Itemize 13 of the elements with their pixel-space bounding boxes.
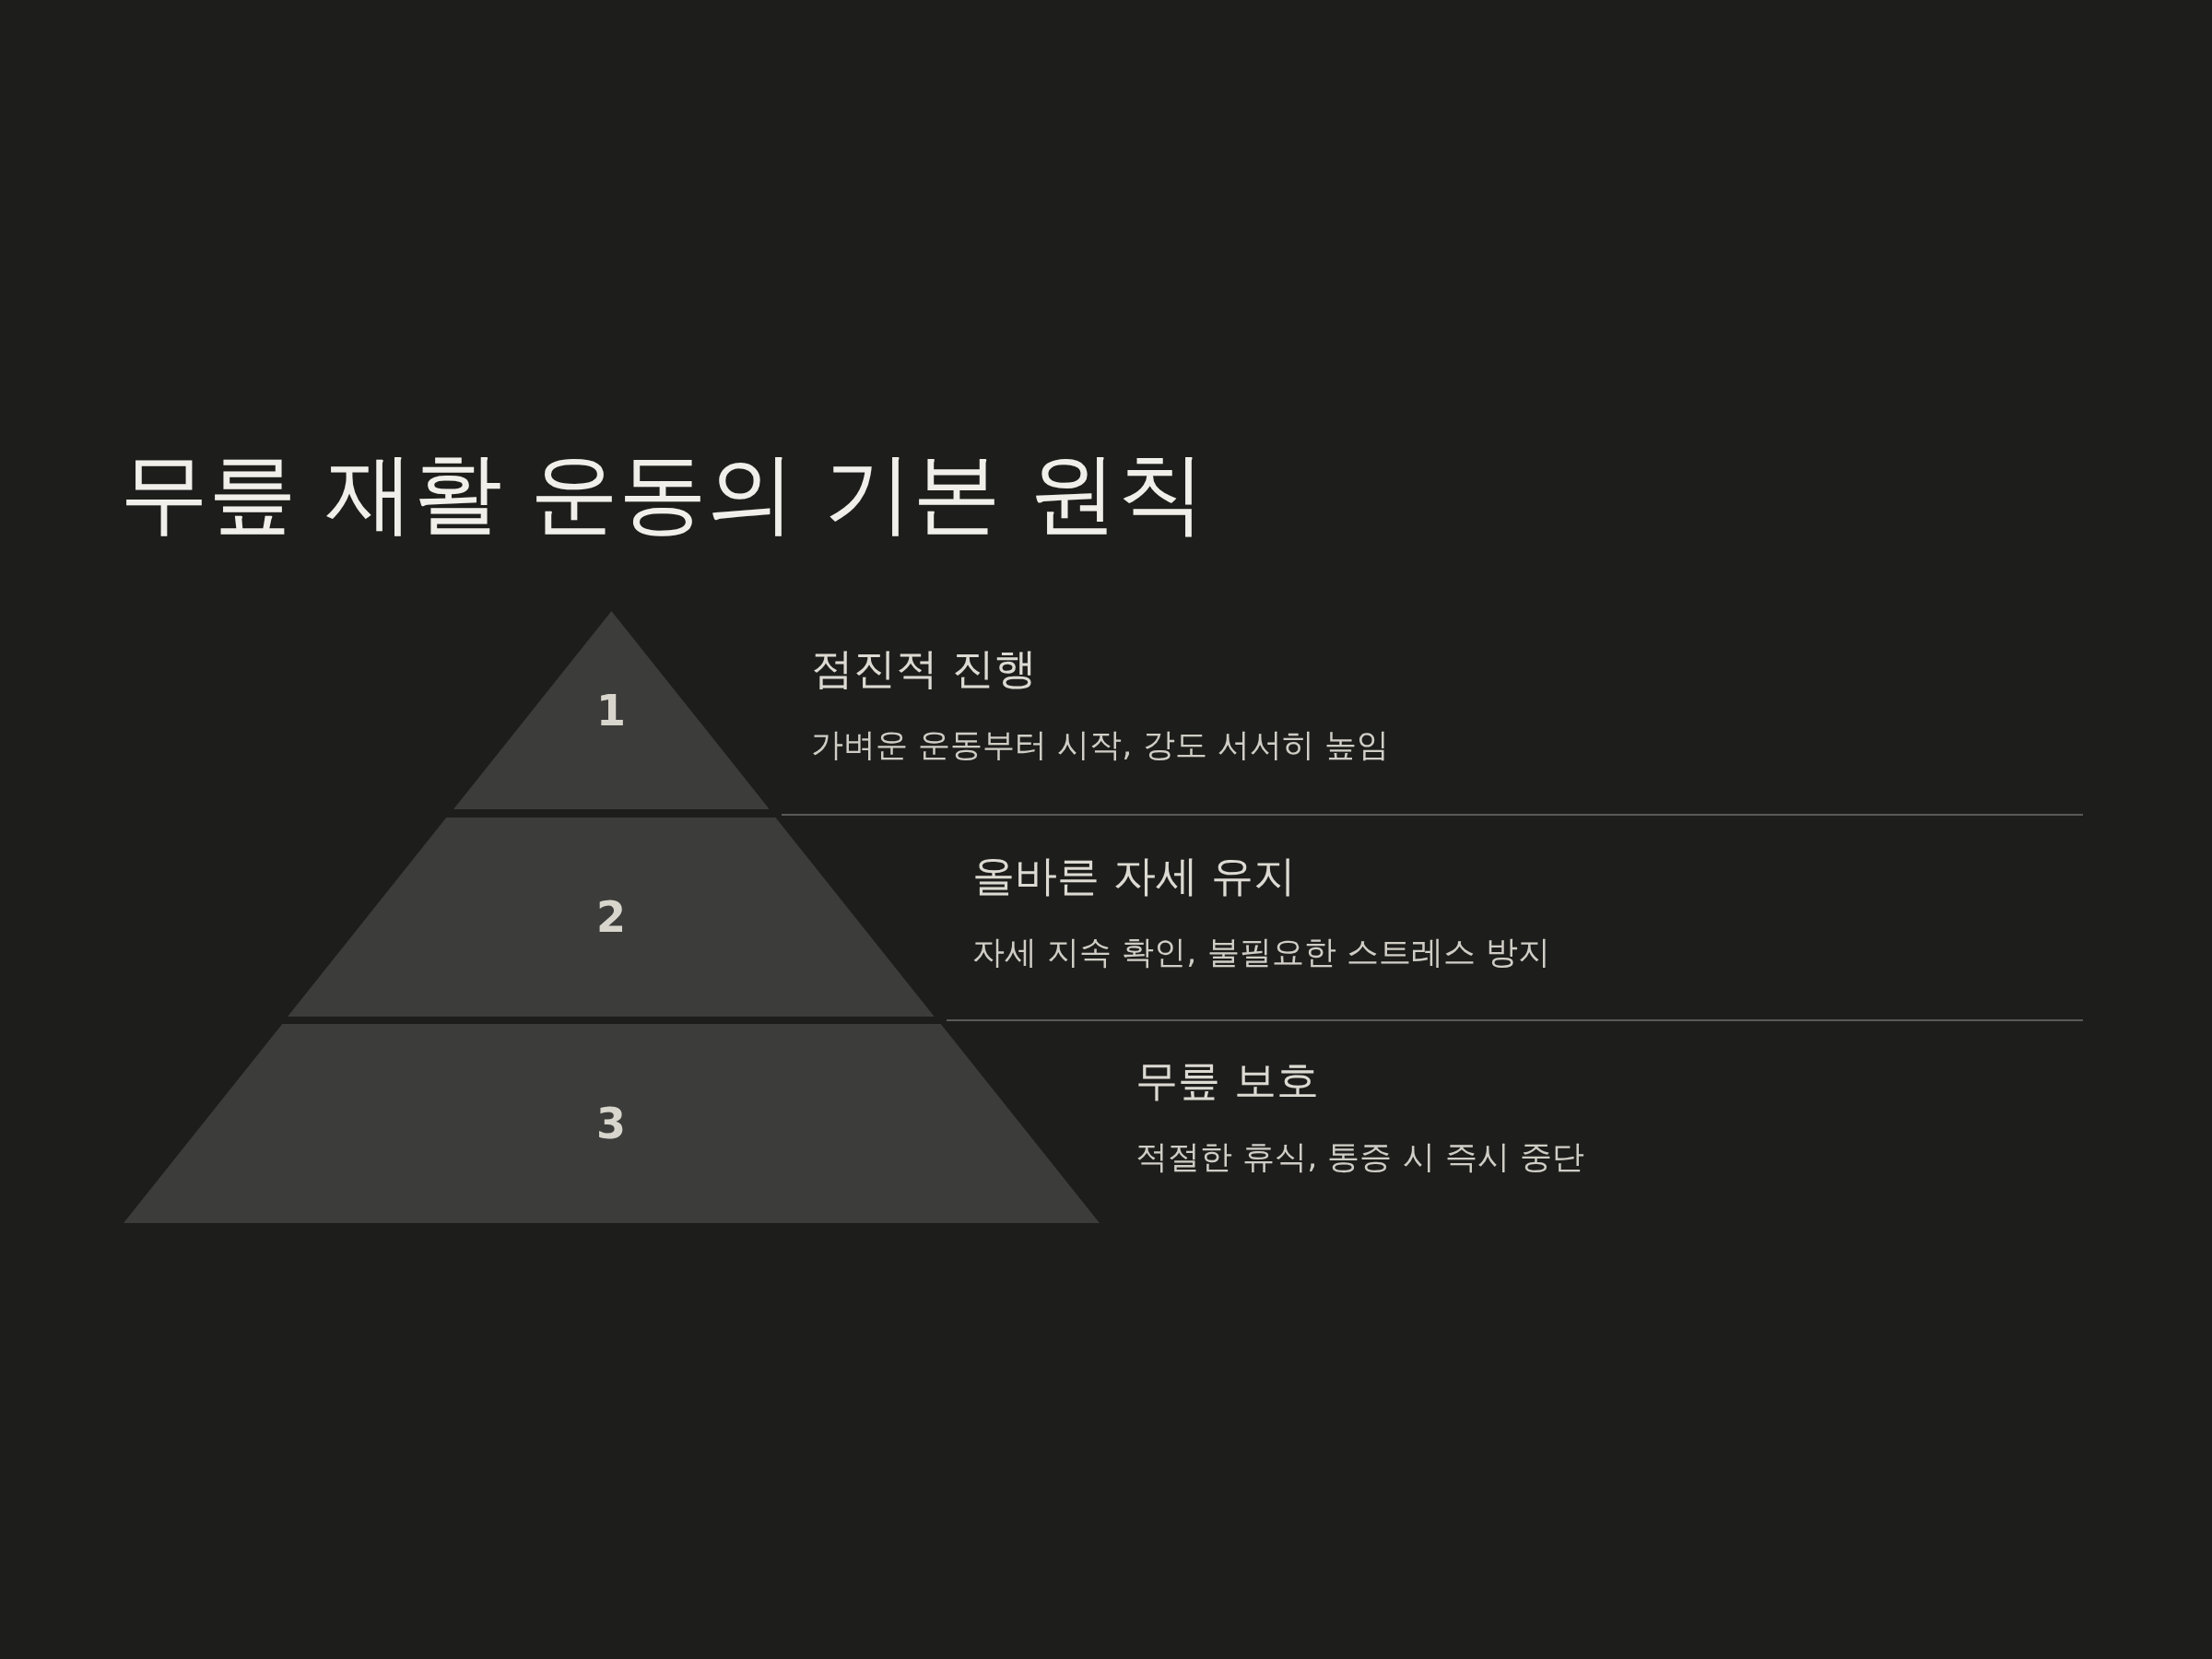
tier-number: 3	[596, 1099, 626, 1148]
pyramid-tier	[123, 1024, 1100, 1223]
principle-description: 적절한 휴식, 통증 시 즉시 중단	[1135, 1137, 1584, 1177]
title: 무릎 재활 운동의 기본 원칙	[120, 441, 1206, 547]
tier-number: 1	[596, 685, 626, 735]
principle-heading: 올바른 자세 유지	[972, 850, 1297, 902]
principle-description: 자세 지속 확인, 불필요한 스트레스 방지	[972, 933, 1550, 972]
principle-heading: 점진적 진행	[811, 642, 1037, 695]
pyramid-tier	[288, 818, 935, 1017]
tier-number: 2	[596, 892, 626, 942]
principle-heading: 무릎 보호	[1135, 1054, 1319, 1107]
principle-description: 가벼운 운동부터 시작, 강도 서서히 높임	[811, 725, 1389, 765]
pyramid-tier	[453, 611, 770, 809]
